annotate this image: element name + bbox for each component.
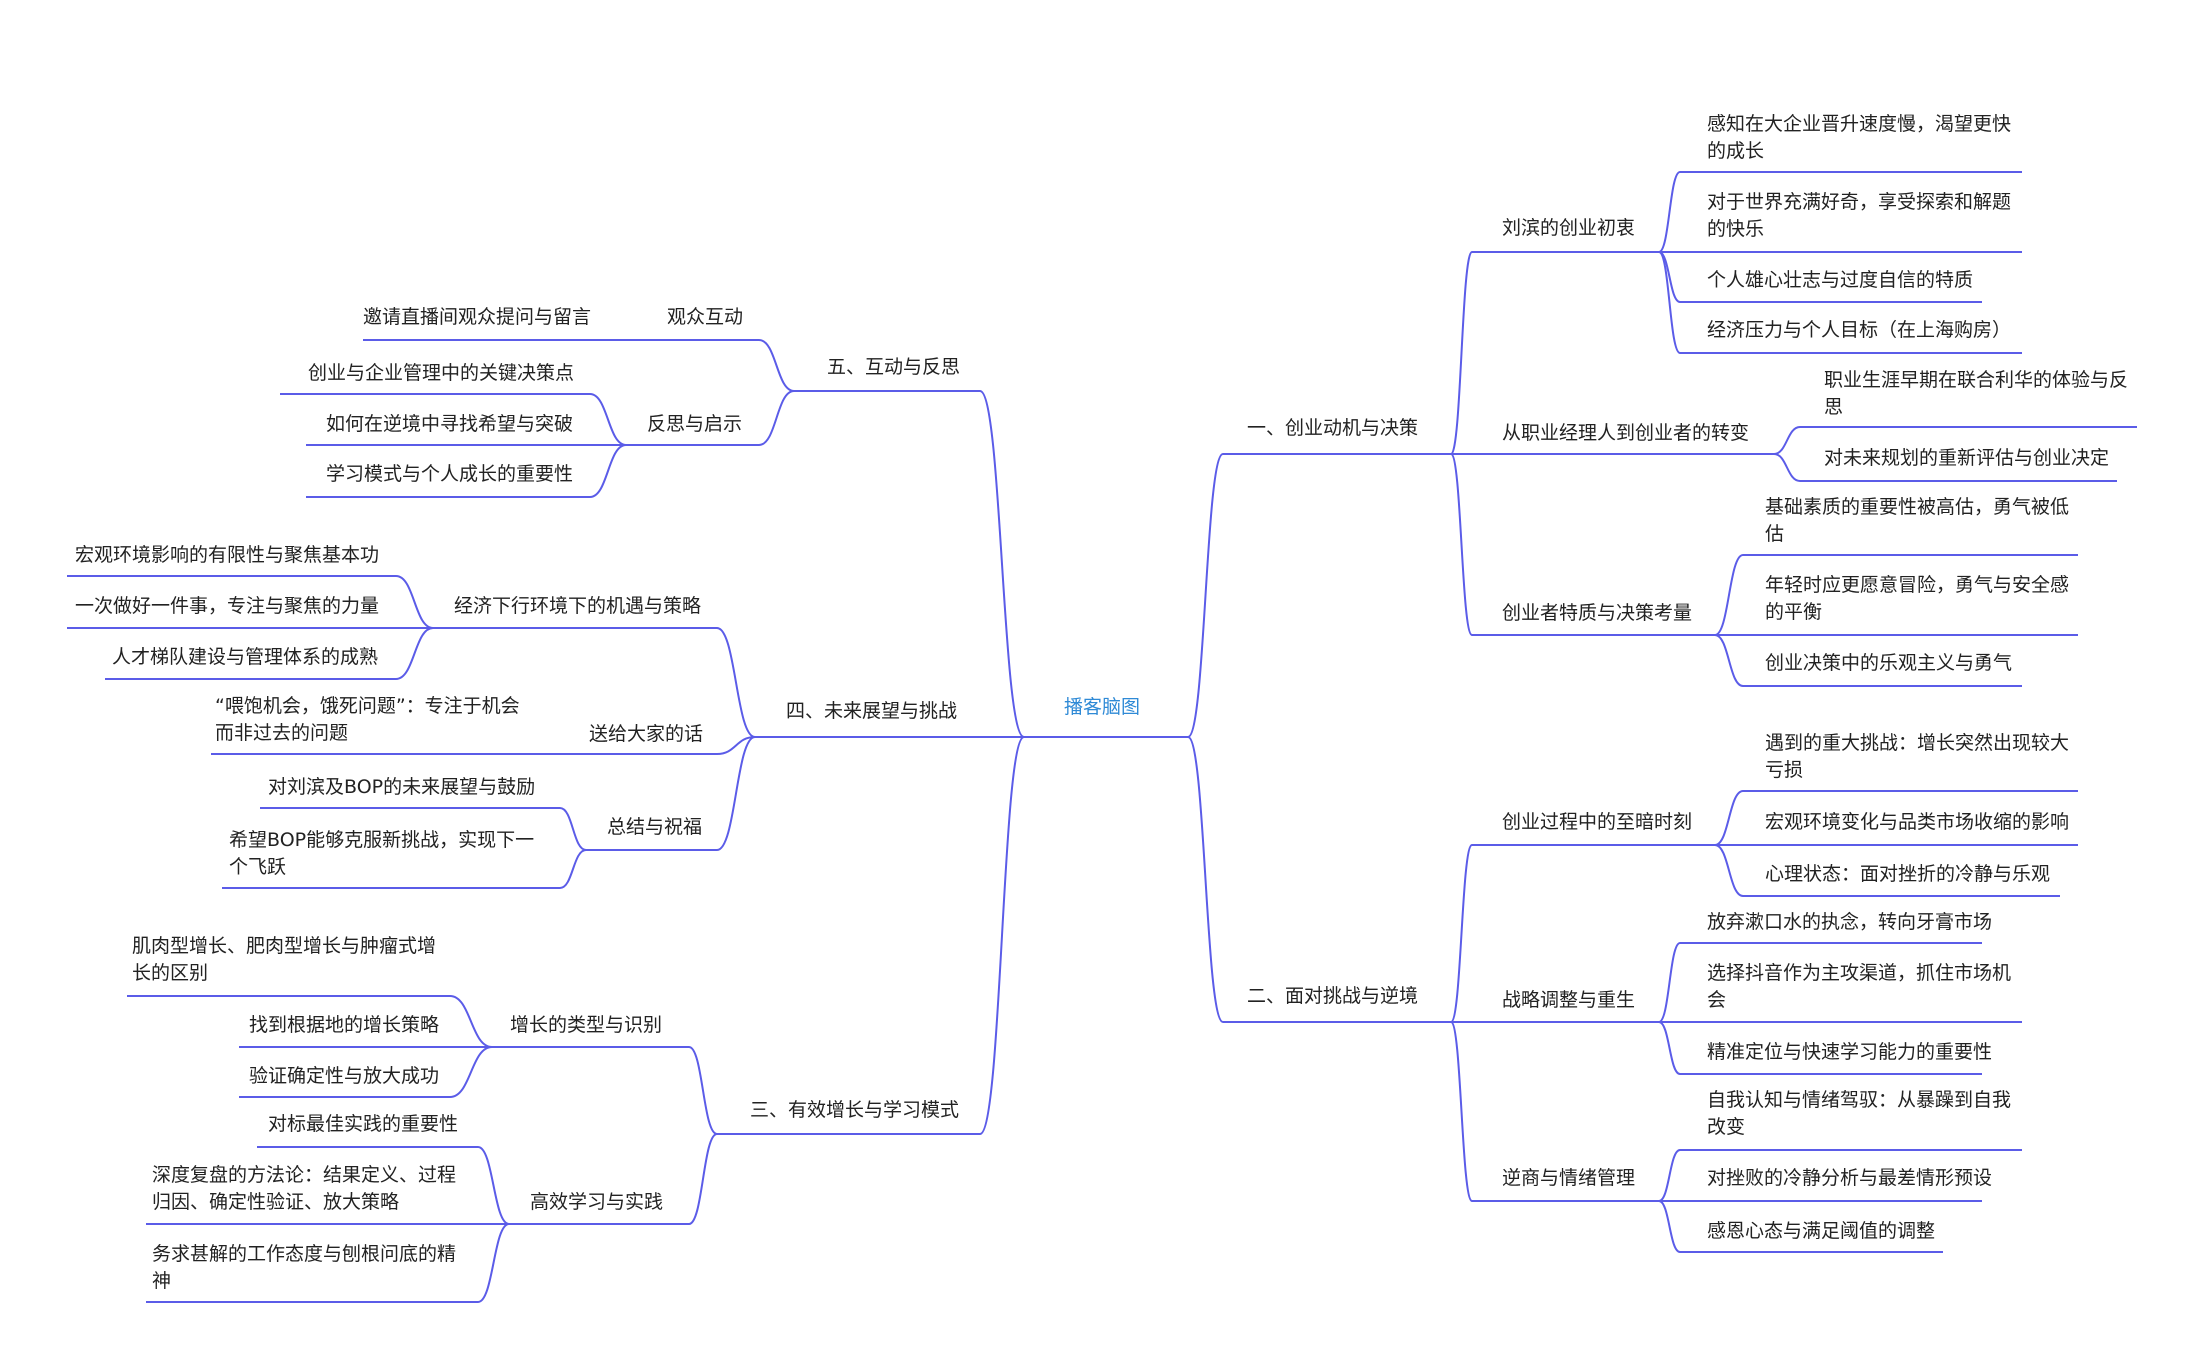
topic-node[interactable]: 创业者特质与决策考量 [1502,602,1693,624]
topic-node[interactable]: 反思与启示 [647,413,743,435]
connector-curve [979,390,1025,738]
leaf-node[interactable]: 年轻时应更愿意冒险，勇气与安全感的平衡 [1765,574,2070,623]
connector-curve [688,1133,718,1225]
connector-curve [1714,634,1744,687]
connector-curve [589,393,627,446]
leaf-node[interactable]: 人才梯队建设与管理体系的成熟 [112,646,379,668]
connector-curve [449,1046,493,1098]
topic-node[interactable]: 观众互动 [667,306,744,328]
leaf-node[interactable]: 对挫败的冷静分析与最差情形预设 [1707,1167,1993,1189]
connector-curve [1658,251,1681,354]
leaf-node[interactable]: 邀请直播间观众提问与留言 [363,306,592,328]
topic-node[interactable]: 送给大家的话 [589,723,704,745]
branch-node[interactable]: 三、有效增长与学习模式 [750,1099,960,1121]
leaf-node[interactable]: 自我认知与情绪驾驭：从暴躁到自我改变 [1707,1089,2012,1138]
connector-curve [688,1046,718,1135]
leaf-node[interactable]: 宏观环境变化与品类市场收缩的影响 [1765,811,2070,833]
connector-curve [1773,426,1801,455]
connector-curve [716,736,756,755]
topic-node[interactable]: 创业过程中的至暗时刻 [1502,811,1693,833]
leaf-node[interactable]: 经济压力与个人目标（在上海购房） [1707,319,2012,341]
leaf-node[interactable]: 心理状态：面对挫折的冷静与乐观 [1765,863,2051,885]
connector-curve [1714,844,1744,897]
topic-node[interactable]: 从职业经理人到创业者的转变 [1502,422,1750,444]
connector-curve [1450,844,1473,1023]
topic-node[interactable]: 总结与祝福 [607,816,703,838]
connector-curve [559,849,587,889]
leaf-node[interactable]: 职业生涯早期在联合利华的体验与反思 [1824,369,2129,418]
topic-node[interactable]: 逆商与情绪管理 [1502,1167,1636,1189]
connector-curve [1658,1021,1681,1075]
leaf-node[interactable]: 学习模式与个人成长的重要性 [326,463,574,485]
topic-node[interactable]: 经济下行环境下的机遇与策略 [454,595,702,617]
connector-curve [758,390,795,446]
connector-curve [1658,1200,1681,1253]
connector-curve [559,807,587,851]
leaf-node[interactable]: 对刘滨及BOP的未来展望与鼓励 [268,776,536,798]
leaf-node[interactable]: 个人雄心壮志与过度自信的特质 [1707,269,1974,291]
connector-curve [1714,554,1744,636]
connector-curve [1450,453,1473,636]
connector-curve [1450,1021,1473,1202]
leaf-node[interactable]: 如何在逆境中寻找希望与突破 [326,413,574,435]
leaf-node[interactable]: 验证确定性与放大成功 [249,1065,440,1087]
connector-curve [1714,790,1744,846]
leaf-node[interactable]: 对未来规划的重新评估与创业决定 [1824,447,2110,469]
connector-curve [477,1146,510,1225]
connector-curve [758,339,795,392]
leaf-node[interactable]: 对标最佳实践的重要性 [268,1113,459,1135]
leaf-node[interactable]: 希望BOP能够克服新挑战，实现下一个飞跃 [229,829,535,878]
leaf-node[interactable]: 感知在大企业晋升速度慢，渴望更快的成长 [1707,113,2012,162]
connector-curve [395,627,434,680]
connector-curve [1658,1149,1681,1202]
connector-curve [395,575,434,629]
branch-node[interactable]: 二、面对挑战与逆境 [1247,985,1419,1007]
topic-node[interactable]: 增长的类型与识别 [510,1014,663,1036]
connector-curve [1658,171,1681,253]
connector-curve [716,627,756,738]
leaf-node[interactable]: 放弃漱口水的执念，转向牙膏市场 [1707,911,1993,933]
branch-node[interactable]: 一、创业动机与决策 [1247,417,1419,439]
leaf-node[interactable]: 创业决策中的乐观主义与勇气 [1765,652,2013,674]
leaf-node[interactable]: 一次做好一件事，专注与聚焦的力量 [75,595,380,617]
leaf-node[interactable]: 找到根据地的增长策略 [249,1014,440,1036]
connector-curve [589,444,627,498]
topic-node[interactable]: 高效学习与实践 [530,1191,664,1213]
connector-curve [1658,942,1681,1023]
connector-curve [1773,453,1801,482]
branch-node[interactable]: 五、互动与反思 [827,356,961,378]
leaf-node[interactable]: 感恩心态与满足阈值的调整 [1707,1220,1936,1242]
connector-curve [716,736,756,851]
leaf-node[interactable]: “喂饱机会，饿死问题”：专注于机会而非过去的问题 [215,695,520,744]
connector-curve [979,736,1025,1135]
leaf-node[interactable]: 深度复盘的方法论：结果定义、过程归因、确定性验证、放大策略 [152,1164,457,1213]
root-node[interactable]: 播客脑图 [1064,696,1141,718]
connector-curve [449,995,493,1048]
leaf-node[interactable]: 精准定位与快速学习能力的重要性 [1707,1041,1993,1063]
leaf-node[interactable]: 宏观环境影响的有限性与聚焦基本功 [75,544,380,566]
leaf-node[interactable]: 肌肉型增长、肥肉型增长与肿瘤式增长的区别 [132,935,437,984]
leaf-node[interactable]: 选择抖音作为主攻渠道，抓住市场机会 [1707,962,2012,1011]
connector-curve [477,1223,510,1303]
connector-curve [1187,736,1224,1023]
topic-node[interactable]: 战略调整与重生 [1502,989,1636,1011]
connector-curve [1450,251,1473,455]
connector-curve [1187,453,1224,738]
topic-node[interactable]: 刘滨的创业初衷 [1502,217,1636,239]
leaf-node[interactable]: 遇到的重大挑战：增长突然出现较大亏损 [1765,732,2070,781]
leaf-node[interactable]: 对于世界充满好奇，享受探索和解题的快乐 [1707,191,2012,240]
leaf-node[interactable]: 基础素质的重要性被高估，勇气被低估 [1765,496,2070,545]
leaf-node[interactable]: 务求甚解的工作态度与刨根问底的精神 [152,1243,457,1292]
branch-node[interactable]: 四、未来展望与挑战 [786,700,958,722]
leaf-node[interactable]: 创业与企业管理中的关键决策点 [308,362,575,384]
